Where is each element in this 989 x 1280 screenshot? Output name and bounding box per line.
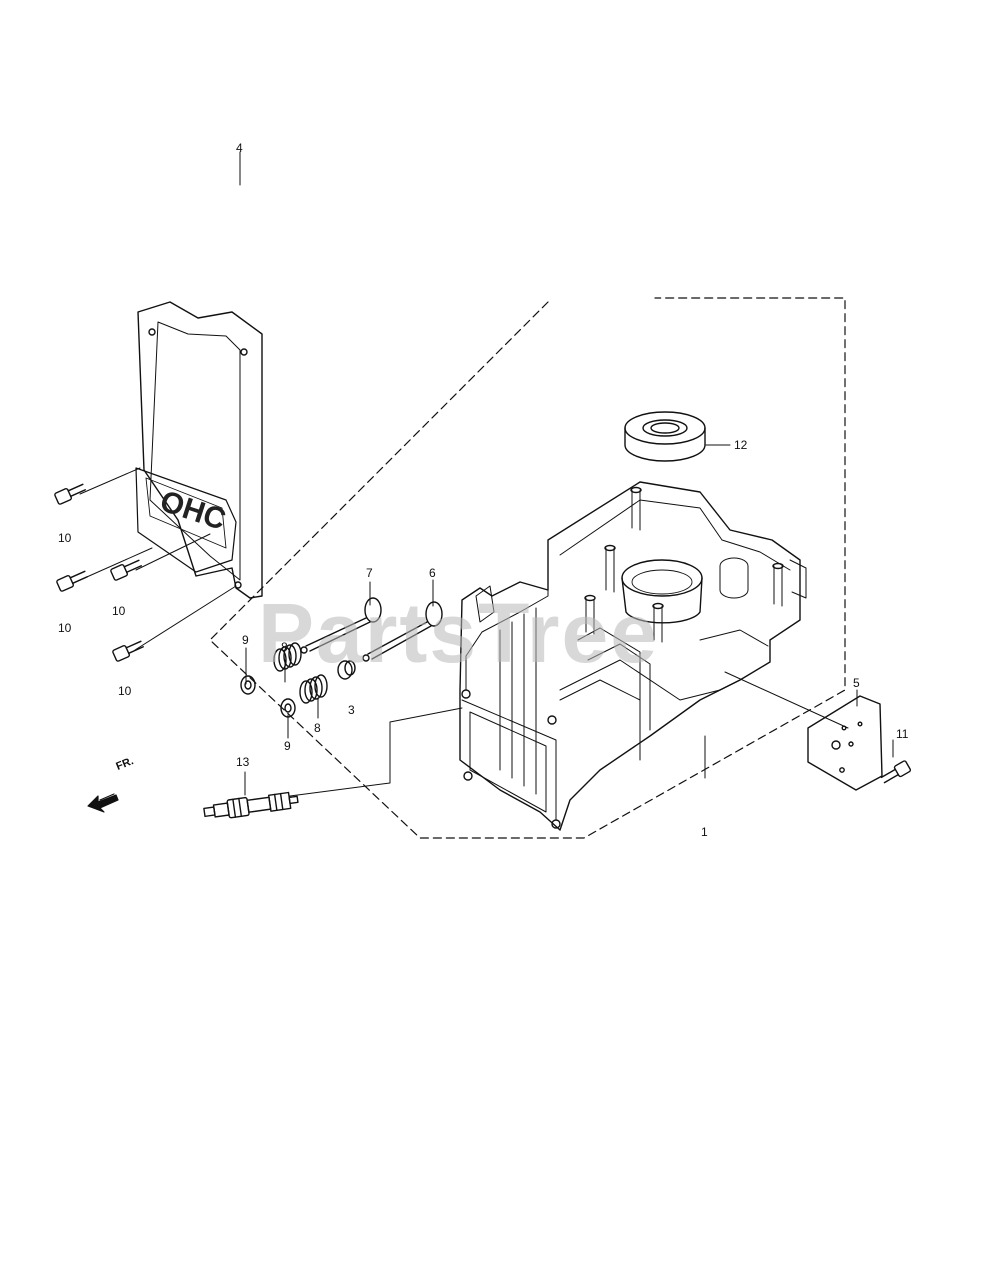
callout-1[interactable]: 1 <box>701 825 708 839</box>
leader-lines <box>79 151 894 797</box>
callout-10-b[interactable]: 10 <box>112 604 126 618</box>
callout-9-b[interactable]: 9 <box>284 739 291 753</box>
callout-6[interactable]: 6 <box>429 566 436 580</box>
cover-bolts <box>54 483 145 662</box>
callout-13[interactable]: 13 <box>236 755 250 769</box>
callout-4[interactable]: 4 <box>236 141 243 155</box>
crankcase <box>459 481 807 831</box>
intake-valve <box>300 597 382 654</box>
parts-tree-watermark: PartsTree <box>258 586 659 680</box>
callout-12[interactable]: 12 <box>734 438 748 452</box>
callout-5[interactable]: 5 <box>853 676 860 690</box>
assembly-boundary <box>209 297 846 839</box>
valve-springs <box>273 642 328 704</box>
spark-plug <box>203 791 299 819</box>
oil-seal <box>624 411 706 462</box>
callout-10-c[interactable]: 10 <box>58 621 72 635</box>
valve-retainers <box>240 675 296 718</box>
callout-10-d[interactable]: 10 <box>118 684 132 698</box>
stem-seal <box>337 660 356 680</box>
callout-11[interactable]: 11 <box>896 727 909 741</box>
callout-9-a[interactable]: 9 <box>242 633 249 647</box>
exhaust-valve <box>362 601 443 662</box>
front-direction-arrow-icon <box>87 793 119 813</box>
callout-3[interactable]: 3 <box>348 703 355 717</box>
callout-7[interactable]: 7 <box>366 566 373 580</box>
callout-8-a[interactable]: 8 <box>281 640 288 654</box>
callout-10-a[interactable]: 10 <box>58 531 72 545</box>
head-cover: OHC <box>135 301 263 599</box>
callout-8-b[interactable]: 8 <box>314 721 321 735</box>
cover-emboss-text: OHC <box>156 485 230 537</box>
plate-bolt <box>880 760 912 784</box>
breather-plate <box>807 695 883 791</box>
